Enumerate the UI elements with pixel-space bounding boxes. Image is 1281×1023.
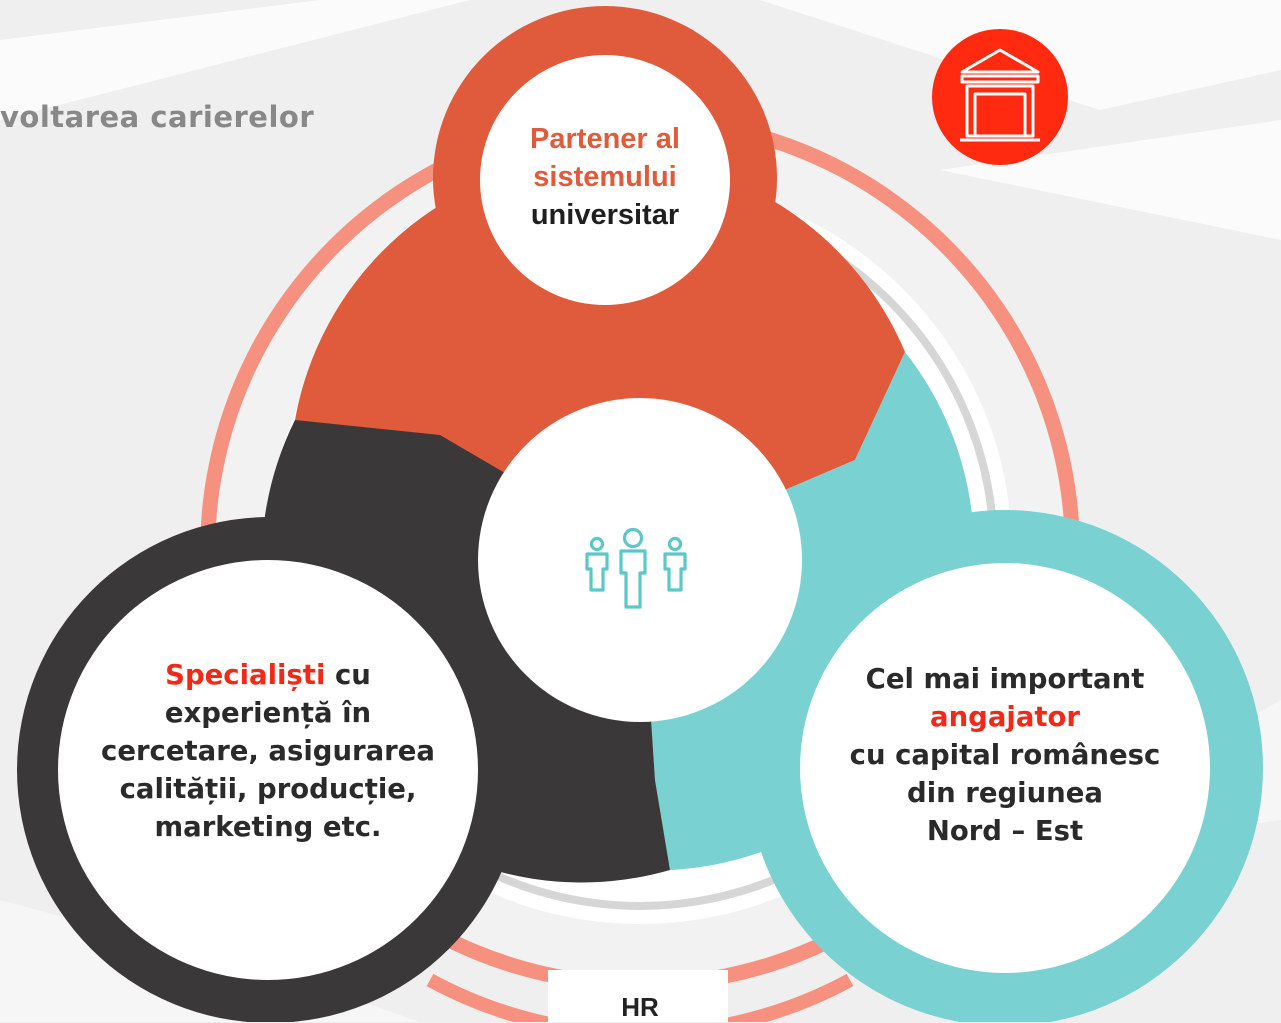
people-group-icon xyxy=(585,527,687,609)
hr-label-box xyxy=(548,970,728,1022)
right-node-text: Cel mai important angajator cu capital r… xyxy=(800,660,1210,850)
right-node-line-5: Nord – Est xyxy=(926,815,1084,847)
top-node-text: Partener al sistemului universitar xyxy=(482,120,728,234)
left-node-line-5: marketing etc. xyxy=(154,811,382,843)
left-node-line-2: experiență în xyxy=(164,697,372,729)
left-node-text: Specialiști cu experiență în cercetare, … xyxy=(52,656,484,846)
bottom-arc xyxy=(426,973,854,1022)
top-node-circle xyxy=(480,55,730,305)
right-node-circle xyxy=(800,563,1210,973)
left-node-line-1: Specialiști cu xyxy=(52,656,484,694)
right-node-highlight: angajator xyxy=(930,701,1080,733)
right-node-line-1: Cel mai important xyxy=(865,663,1145,695)
left-node-line-3: cercetare, asigurarea xyxy=(101,735,435,767)
right-node-line-4: din regiunea xyxy=(907,777,1103,809)
top-node-line-1: Partener al xyxy=(530,123,680,155)
left-node-line-4: calității, producție, xyxy=(119,773,417,805)
top-node-line-2: sistemului xyxy=(533,161,677,193)
left-node-highlight: Specialiști xyxy=(165,659,326,691)
top-node-line-3: universitar xyxy=(530,199,680,231)
right-node-line-3: cu capital românesc xyxy=(849,739,1161,771)
page-heading: voltarea carierelor xyxy=(0,100,315,134)
left-node-circle xyxy=(58,560,478,980)
hr-label: HR xyxy=(621,992,659,1022)
building-icon xyxy=(932,29,1068,165)
center-circle xyxy=(478,398,802,722)
left-node-line-1-rest: cu xyxy=(325,659,371,691)
